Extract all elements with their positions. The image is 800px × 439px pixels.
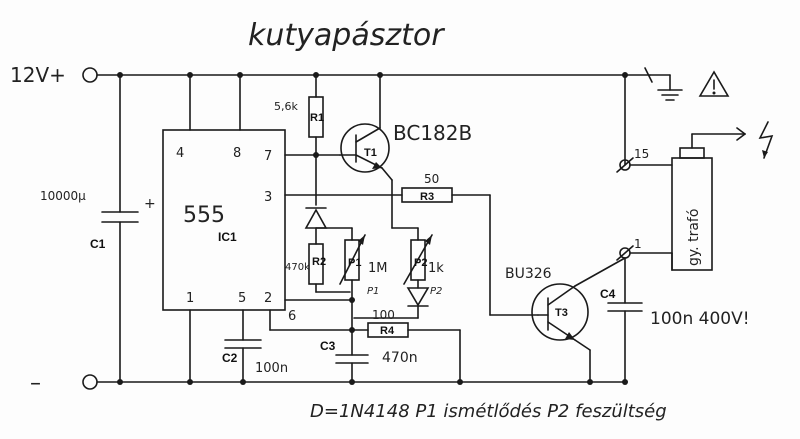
c2-ref: C2 — [222, 351, 238, 365]
r1-ref: R1 — [310, 112, 324, 124]
supply-plus-terminal — [82, 67, 98, 83]
supply-plus-label: 12V+ — [10, 63, 66, 87]
ic-pin-4: 4 — [176, 146, 184, 161]
c1-polarity: + — [144, 196, 156, 212]
p1-value: 1M — [368, 261, 388, 276]
ic-pin-5: 5 — [238, 291, 246, 306]
title: kutyapásztor — [248, 18, 445, 53]
c4-ref: C4 — [600, 287, 616, 301]
footnote: D=1N4148 P1 ismétlődés P2 feszültség — [310, 401, 667, 422]
p2-value: 1k — [428, 261, 444, 276]
r3-ref: R3 — [420, 191, 434, 203]
p2-ref: P2 — [414, 257, 427, 269]
transformer-pin-bottom: 1 — [634, 237, 642, 251]
r2-value: 470k — [285, 262, 310, 273]
ground-icon — [644, 67, 683, 101]
supply-minus-terminal — [82, 374, 98, 390]
ic-name: 555 — [183, 203, 225, 228]
lightning-arrow-icon — [691, 121, 774, 159]
t1-body — [340, 123, 390, 173]
led-icon — [406, 287, 430, 307]
r1-value: 5,6k — [274, 100, 298, 113]
t3-body — [531, 283, 589, 341]
t1-type: BC182B — [393, 121, 472, 145]
ic-pin-8: 8 — [233, 146, 241, 161]
r3-value: 50 — [424, 172, 439, 186]
t1-ref: T1 — [364, 147, 377, 159]
ic-555-body — [162, 129, 286, 311]
c2-value: 100n — [255, 361, 288, 376]
p1-tag: P1 — [367, 286, 379, 297]
transformer-label: gy. trafó — [686, 209, 702, 266]
ic-pin-2: 2 — [264, 291, 272, 306]
c3-ref: C3 — [320, 339, 336, 353]
ic-ref: IC1 — [218, 230, 237, 244]
r4-ref: R4 — [380, 325, 395, 337]
transformer-pin-top: 15 — [634, 147, 649, 161]
c1-value: 10000µ — [40, 189, 86, 203]
warning-icon — [698, 70, 730, 97]
ic-pin-1: 1 — [186, 291, 194, 306]
c4-value: 100n 400V! — [650, 309, 750, 329]
diode-icon — [304, 207, 328, 229]
c3-value: 470n — [382, 350, 418, 366]
p1-ref: P1 — [348, 257, 361, 269]
ic-pin-6: 6 — [288, 309, 296, 324]
supply-minus-label: – — [30, 371, 41, 396]
r4-value: 100 — [372, 308, 395, 322]
ic-pin-7: 7 — [264, 149, 272, 164]
r2-ref: R2 — [312, 256, 326, 268]
ic-pin-3: 3 — [264, 190, 272, 205]
t3-type: BU326 — [505, 266, 552, 282]
p2-tag: P2 — [430, 286, 442, 297]
c1-ref: C1 — [90, 237, 106, 251]
t3-ref: T3 — [555, 307, 568, 319]
